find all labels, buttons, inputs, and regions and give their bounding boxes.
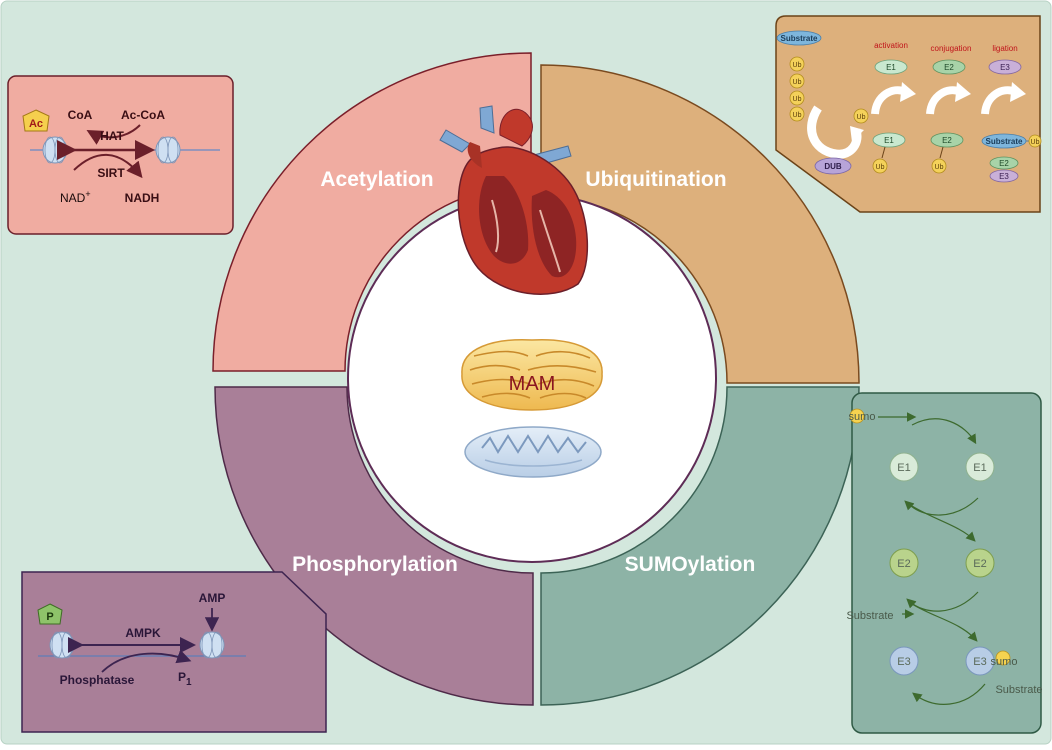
svg-text:DUB: DUB [824, 162, 842, 171]
e1-pill-bottom: E1 [872, 132, 906, 148]
svg-text:Ub: Ub [793, 62, 802, 69]
ligation-label: ligation [992, 44, 1017, 53]
nad-label: NAD+ [60, 189, 91, 205]
nucleosome-left-icon [42, 136, 68, 164]
e2-pill-release: E2 [989, 156, 1019, 170]
ampk-label: AMPK [125, 626, 161, 640]
recycle-arrow [807, 105, 862, 159]
svg-text:E1: E1 [897, 462, 910, 474]
sumoylation-quadrant: SUMOylation [540, 386, 860, 706]
acetylation-quadrant: Acetylation [212, 52, 532, 372]
substrate-out-label: Substrate [995, 684, 1042, 696]
svg-text:Ub: Ub [876, 164, 885, 171]
endoplasmic-reticulum-icon [461, 339, 603, 411]
svg-text:Ub: Ub [793, 96, 802, 103]
hat-label: HAT [100, 129, 124, 143]
svg-text:Ub: Ub [857, 114, 866, 121]
substrate-ub-pill: Substrate Ub [981, 133, 1042, 149]
svg-text:Ub: Ub [935, 164, 944, 171]
activation-label: activation [874, 41, 908, 50]
svg-text:Substrate: Substrate [781, 34, 818, 43]
dub-pill: DUB [814, 157, 852, 175]
e1-transfer-arrow [911, 418, 977, 445]
conjugation-label: conjugation [931, 44, 972, 53]
e3-transfer-arrow [911, 603, 978, 642]
ubiquitination-label: Ubiquitination [585, 168, 726, 191]
e2-pill-top: E2 [932, 59, 966, 75]
svg-text:E1: E1 [884, 136, 894, 145]
svg-text:E3: E3 [999, 172, 1009, 181]
heart-icon [439, 105, 589, 295]
nucleosome-right-icon [199, 631, 225, 659]
substrate-in-label: Substrate [846, 610, 893, 622]
sumo-free: sumo [849, 408, 876, 424]
e1-node-right: E1 [965, 452, 995, 482]
ubiquitination-panel: Substrate Ub Ub Ub Ub DUB Ub activation … [775, 15, 1042, 213]
svg-text:Ub: Ub [793, 112, 802, 119]
sumoylation-label: SUMOylation [625, 553, 756, 576]
nad-conversion-arrow [73, 153, 143, 179]
e3-pill-release: E3 [989, 169, 1019, 183]
coa-label: CoA [68, 108, 93, 122]
phosphatase-arrow [101, 649, 192, 673]
sumoylation-panel: sumo E1 E1 E2 E2 Substrate E3 [846, 392, 1043, 734]
svg-text:E3: E3 [1000, 63, 1010, 72]
e3-node-left: E3 [889, 646, 919, 676]
ub-free-1: Ub [853, 108, 869, 124]
nadh-label: NADH [125, 191, 160, 205]
nucleosome-right-icon [155, 136, 181, 164]
acetylation-label: Acetylation [320, 168, 433, 191]
svg-text:Substrate: Substrate [986, 137, 1023, 146]
svg-text:E2: E2 [942, 136, 952, 145]
svg-text:E2: E2 [897, 558, 910, 570]
sirt-label: SIRT [97, 166, 125, 180]
amp-label: AMP [199, 591, 226, 605]
ub-e1: Ub [872, 158, 888, 174]
phosphate-group-badge: P [37, 603, 63, 625]
e2-transfer-arrow [911, 505, 976, 542]
svg-text:E1: E1 [973, 462, 986, 474]
ub-chain: Ub Ub Ub Ub [789, 56, 805, 122]
phosphorylation-quadrant: Phosphorylation [214, 386, 534, 706]
e2-node-left: E2 [889, 548, 919, 578]
acetyl-transfer-arrow [86, 124, 141, 145]
svg-text:E2: E2 [944, 63, 954, 72]
e3-pill-top: E3 [988, 59, 1022, 75]
svg-text:P: P [46, 611, 53, 623]
svg-text:E3: E3 [897, 656, 910, 668]
acetylation-panel: Ac CoA Ac-CoA HAT SIRT NAD+ NADH [7, 75, 234, 235]
mam-label: MAM [509, 373, 556, 395]
svg-text:E3: E3 [973, 656, 986, 668]
svg-text:Ac: Ac [29, 118, 43, 130]
sumo-tag: sumo [991, 650, 1018, 668]
e2-node-right: E2 [965, 548, 995, 578]
svg-text:E2: E2 [999, 159, 1009, 168]
substrate-pill-top: Substrate [776, 30, 822, 46]
ac-coa-label: Ac-CoA [121, 108, 165, 122]
e1-node-left: E1 [889, 452, 919, 482]
ub-e2: Ub [931, 158, 947, 174]
phosphorylation-label: Phosphorylation [292, 553, 458, 576]
e1-return-arrow [904, 497, 979, 516]
svg-text:Ub: Ub [1031, 139, 1040, 146]
svg-text:E1: E1 [886, 63, 896, 72]
mitochondrion-icon [464, 426, 602, 478]
ubiquitination-quadrant: Ubiquitination [540, 64, 860, 384]
svg-text:sumo: sumo [849, 411, 876, 423]
e1-pill-top: E1 [874, 59, 908, 75]
phosphatase-label: Phosphatase [60, 673, 135, 687]
e3-return-arrow [912, 683, 986, 705]
svg-text:Ub: Ub [793, 79, 802, 86]
pi-label: P1 [178, 670, 192, 688]
e3-node-right: E3 [965, 646, 995, 676]
acetyl-group-badge: Ac [22, 109, 50, 132]
svg-text:E2: E2 [973, 558, 986, 570]
svg-text:sumo: sumo [991, 656, 1018, 668]
nucleosome-left-icon [49, 631, 75, 659]
e2-pill-bottom: E2 [930, 132, 964, 148]
phosphorylation-panel: P AMP AMPK Phosphatase P1 [21, 571, 327, 733]
